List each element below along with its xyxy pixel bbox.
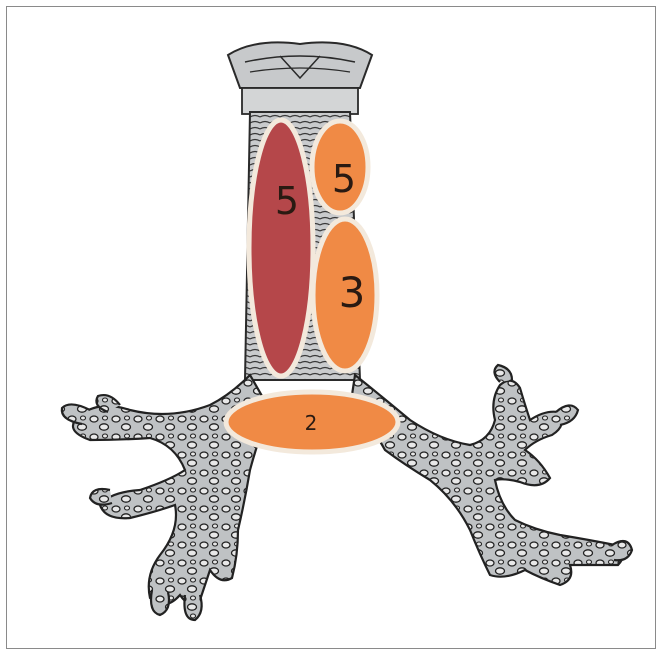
right-bronchial-tree — [352, 365, 632, 585]
region-upper-right-label: 5 — [332, 157, 356, 201]
region-lower-right: 3 — [313, 219, 377, 371]
larynx — [228, 42, 372, 114]
region-carina: 2 — [226, 392, 398, 452]
region-left-trachea: 5 — [249, 120, 313, 376]
region-left-trachea-label: 5 — [275, 179, 299, 223]
region-carina-label: 2 — [305, 411, 318, 435]
region-upper-right: 5 — [312, 121, 368, 213]
region-lower-right-label: 3 — [339, 268, 366, 317]
